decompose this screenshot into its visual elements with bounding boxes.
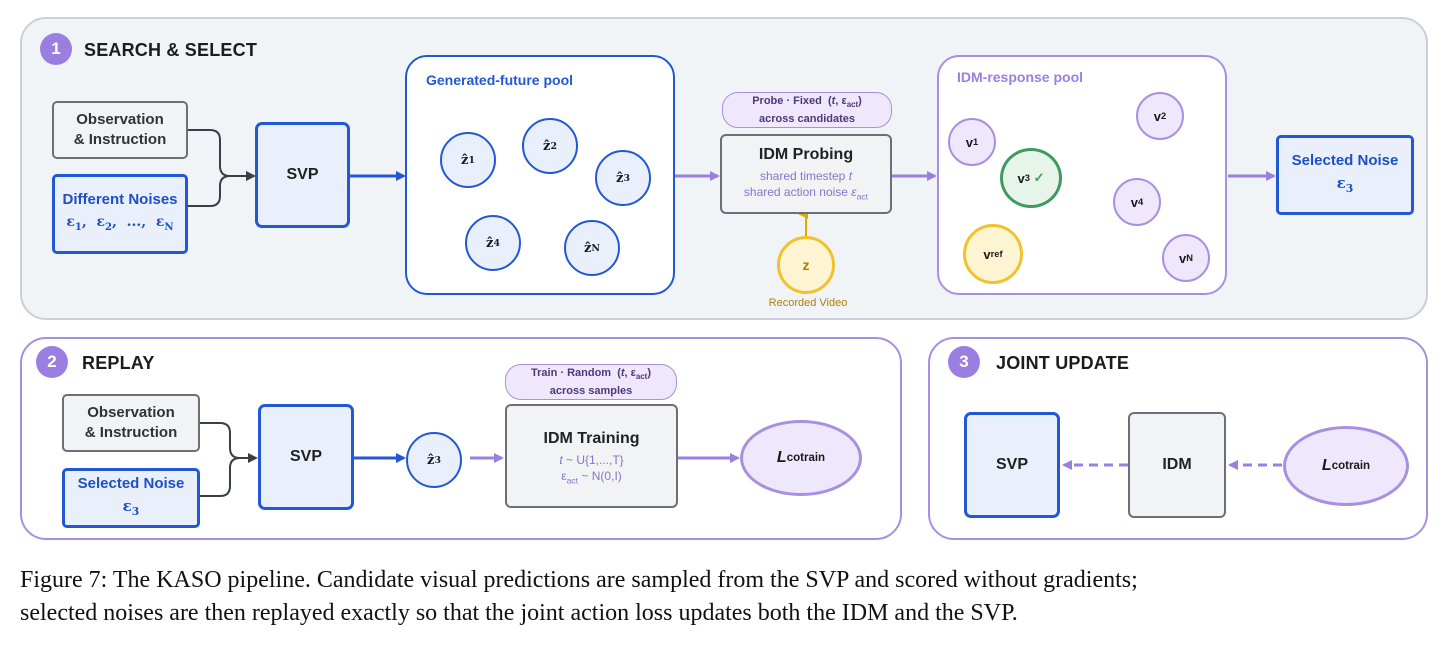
selected-noise-symbol: ε3 (1336, 174, 1354, 195)
train-random-pill: Train · Random (t, εact) across samples (505, 364, 677, 400)
idm-training-box: IDM Training t ~ U{1,...,T} εact ~ N(0,I… (505, 404, 678, 508)
step-number-2: 2 (36, 346, 68, 378)
svp-box: SVP (255, 122, 350, 228)
idm-response-pool-title: IDM-response pool (957, 69, 1084, 85)
observation-label-replay: Observation (87, 404, 175, 421)
recorded-video-label: Recorded Video (768, 297, 848, 309)
probe-fixed-pill: Probe · Fixed (t, εact) across candidate… (722, 92, 892, 128)
step-number-1: 1 (40, 33, 72, 65)
generated-future-pool-title: Generated-future pool (426, 72, 574, 88)
observation-instruction-box-replay: Observation & Instruction (62, 394, 200, 452)
noise-list: ε1, ε2, ..., εN (66, 214, 174, 233)
instruction-label-replay: & Instruction (84, 424, 178, 441)
figure-caption-line2: selected noises are then replayed exactl… (20, 600, 1018, 626)
probe-pill-line1: Probe · Fixed (t, εact) (752, 94, 862, 110)
timestep-distribution: t ~ U{1,...,T} (559, 453, 624, 467)
shared-timestep: shared timestep t (759, 169, 853, 183)
step-title-search-select: SEARCH & SELECT (84, 40, 258, 60)
instruction-label: & Instruction (73, 131, 167, 148)
different-noises-title: Different Noises (62, 191, 178, 209)
different-noises-box: Different Noises ε1, ε2, ..., εN (52, 174, 188, 254)
idm-probing-box: IDM Probing shared timestep t shared act… (720, 134, 892, 214)
step-title-replay: REPLAY (82, 353, 155, 373)
idm-training-title: IDM Training (543, 430, 640, 447)
figure-caption-line1: Figure 7: The KASO pipeline. Candidate v… (20, 567, 1138, 593)
svp-box-joint: SVP (964, 412, 1060, 518)
observation-label: Observation (76, 111, 164, 128)
selected-noise-input: Selected Noise ε3 (62, 468, 200, 528)
selected-noise-output: Selected Noise ε3 (1276, 135, 1414, 215)
observation-instruction-box: Observation & Instruction (52, 101, 188, 159)
idm-probing-title: IDM Probing (758, 146, 854, 163)
idm-box-joint: IDM (1128, 412, 1226, 518)
train-pill-line1: Train · Random (t, εact) (531, 366, 651, 382)
selected-noise-input-title: Selected Noise (77, 475, 185, 492)
selected-noise-input-symbol: ε3 (122, 497, 140, 518)
step-title-joint-update: JOINT UPDATE (996, 353, 1130, 373)
step-number-3: 3 (948, 346, 980, 378)
probe-pill-line2: across candidates (759, 113, 855, 126)
train-pill-line2: across samples (549, 385, 633, 398)
shared-action-noise: shared action noise εact (743, 185, 869, 202)
svp-box-replay: SVP (258, 404, 354, 510)
recorded-video-z: z (777, 236, 835, 294)
action-noise-distribution: εact ~ N(0,I) (561, 469, 622, 486)
selected-noise-title: Selected Noise (1291, 152, 1399, 169)
